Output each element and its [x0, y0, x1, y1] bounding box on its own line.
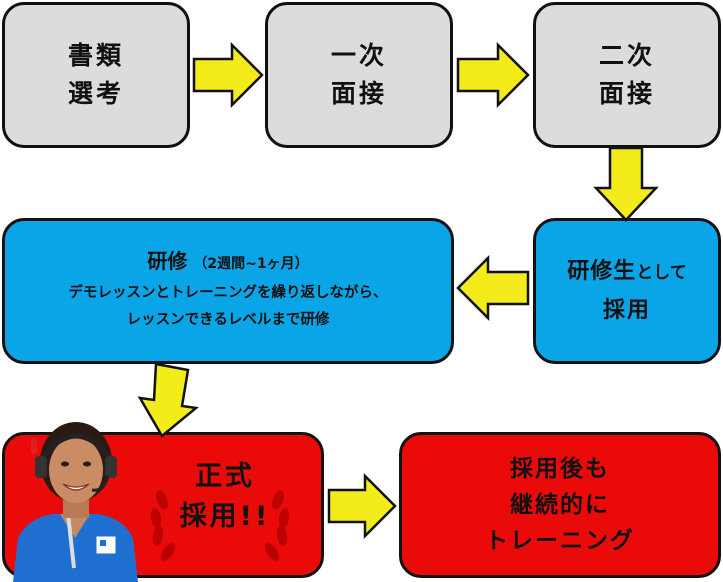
- official-hire-line2: 採用!!: [179, 501, 271, 532]
- step-training: 研修 （2週間~1ヶ月） デモレッスンとトレーニングを繰り返しながら、 レッスンで…: [2, 218, 454, 364]
- block-arrow-icon: [327, 472, 397, 540]
- smiling-staff-photo: [8, 418, 143, 582]
- official-hire-line1: 正式: [195, 461, 255, 492]
- block-arrow-icon: [456, 254, 530, 322]
- arrow-down-1: [593, 146, 659, 222]
- laurel-wreath-icon: [150, 490, 290, 561]
- training-title: 研修: [147, 249, 188, 273]
- training-description-line2: レッスンできるレベルまで研修: [126, 312, 330, 328]
- arrow-right-1: [192, 41, 264, 109]
- official-hire-text: 正式 採用!!: [155, 457, 295, 537]
- arrow-left-1: [456, 254, 530, 322]
- step-continuous-training: 採用後も 継続的に トレーニング: [399, 432, 721, 578]
- step-second-interview: 二次 面接: [533, 2, 721, 148]
- block-arrow-icon: [137, 362, 199, 438]
- arrow-right-3: [327, 472, 397, 540]
- step-first-interview-line2: 面接: [330, 79, 387, 108]
- continuous-training-line1: 採用後も: [510, 456, 610, 482]
- step-document-screening: 書類 選考: [2, 2, 190, 148]
- training-description-line1: デモレッスンとトレーニングを繰り返しながら、: [68, 285, 388, 301]
- trainee-hire-line1-small: として: [636, 262, 687, 283]
- block-arrow-icon: [192, 41, 264, 109]
- step-second-interview-line2: 面接: [598, 79, 655, 108]
- step-document-screening-line2: 選考: [67, 79, 124, 108]
- training-heading: 研修 （2週間~1ヶ月）: [147, 248, 308, 274]
- block-arrow-icon: [593, 146, 659, 222]
- training-duration: （2週間~1ヶ月）: [193, 256, 309, 272]
- trainee-hire-line1-big: 研修生: [567, 258, 637, 284]
- block-arrow-icon: [456, 41, 530, 109]
- continuous-training-line3: トレーニング: [485, 528, 635, 554]
- continuous-training-line2: 継続的に: [510, 492, 610, 518]
- step-first-interview: 一次 面接: [265, 2, 453, 148]
- arrow-right-2: [456, 41, 530, 109]
- step-trainee-hire: 研修生として 採用: [533, 218, 721, 364]
- trainee-hire-line2: 採用: [602, 297, 651, 323]
- step-second-interview-line1: 二次: [598, 41, 655, 70]
- step-document-screening-line1: 書類: [67, 41, 124, 70]
- step-first-interview-line1: 一次: [330, 41, 387, 70]
- trainee-hire-line1: 研修生として: [567, 253, 687, 292]
- arrow-down-2: [137, 362, 199, 438]
